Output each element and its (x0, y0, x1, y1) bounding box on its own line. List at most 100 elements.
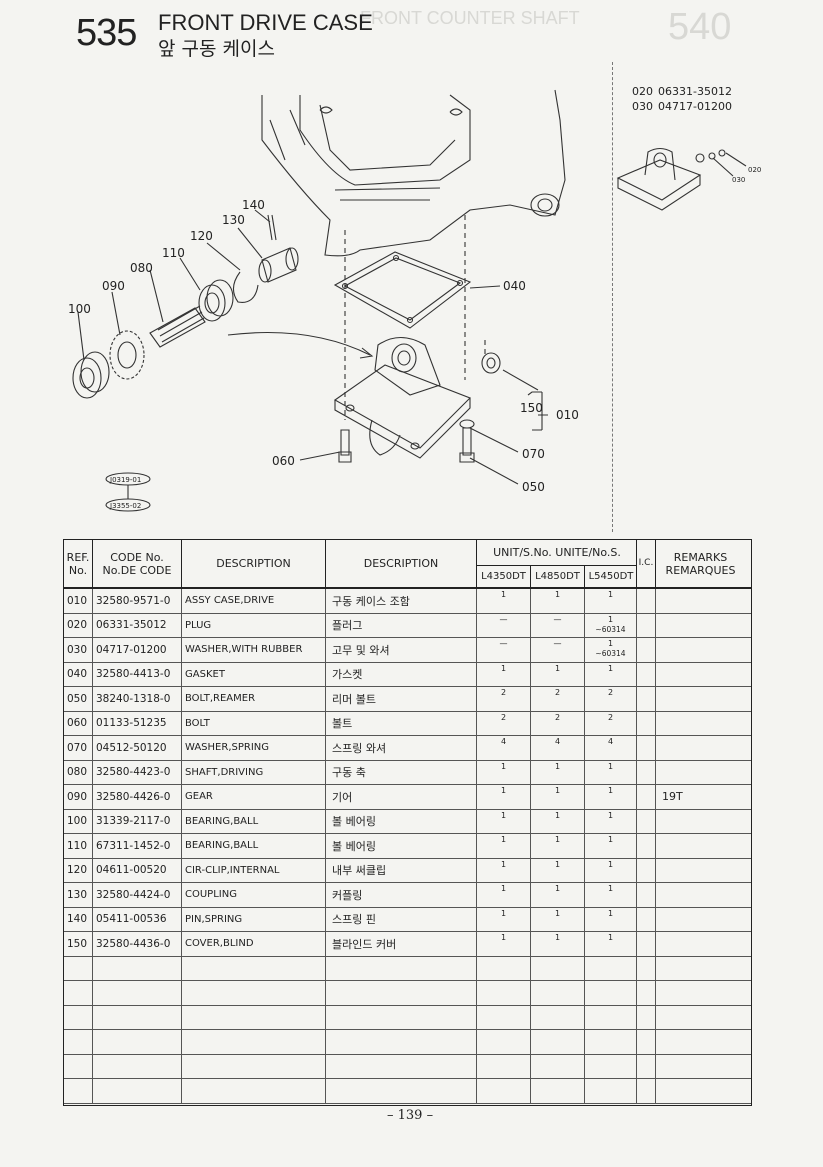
cell-description: WASHER,SPRING (182, 736, 326, 760)
cell-code (93, 1054, 182, 1078)
cell-ref (64, 1005, 93, 1029)
callout-060: 060 (272, 454, 295, 468)
parts-table: REF. No. CODE No. No.DE CODE DESCRIPTION… (63, 539, 752, 1106)
cell-code (93, 981, 182, 1005)
model-l4850dt: L4850DT (531, 566, 585, 587)
cell-qty-l4850dt (531, 1030, 585, 1054)
cell-remarks: 19T (662, 790, 683, 804)
cell-qty-l4350dt: 1 (477, 662, 531, 686)
callout-130: 130 (222, 213, 245, 227)
cell-description (182, 956, 326, 980)
cell-qty-l4850dt: — (531, 613, 585, 637)
cell-code (93, 1005, 182, 1029)
cell-qty-l4350dt: 1 (477, 589, 531, 613)
callout-100: 100 (68, 302, 91, 316)
cell-code: 01133-51235 (93, 711, 182, 735)
cell-qty-l5450dt (585, 1054, 637, 1078)
cell-qty-l4850dt: 1 (531, 760, 585, 784)
cell-description-korean (326, 1030, 477, 1054)
cell-code: 32580-4423-0 (93, 760, 182, 784)
cell-ref (64, 1054, 93, 1078)
drive-case-010 (333, 364, 471, 449)
cell-remarks (656, 1006, 745, 1030)
cell-qty-l4850dt: 1 (531, 907, 585, 931)
driving-shaft-080 (149, 307, 206, 348)
cell-qty-l4350dt: 1 (477, 785, 531, 809)
cell-qty-l4350dt (477, 1054, 531, 1078)
cell-description: BOLT,REAMER (182, 687, 326, 711)
cell-description-korean: 커플링 (326, 883, 477, 907)
callout-040: 040 (503, 279, 526, 293)
coupling-130 (261, 247, 297, 283)
cell-qty-l5450dt: 2 (585, 711, 637, 735)
cell-remarks (656, 736, 745, 760)
cell-qty-l4850dt (531, 981, 585, 1005)
cell-qty-l4850dt: 1 (531, 589, 585, 613)
cell-description-korean (326, 1079, 477, 1103)
cell-ic (637, 1005, 656, 1029)
cell-code: 32580-4424-0 (93, 883, 182, 907)
ball-bearing-100 (72, 357, 102, 399)
cell-remarks (656, 1030, 745, 1054)
ball-bearing-110 (198, 284, 226, 322)
cell-description-korean: 리머 볼트 (326, 687, 477, 711)
cell-qty-l5450dt: 1 (585, 809, 637, 833)
cell-qty-l4350dt: 2 (477, 711, 531, 735)
cell-code: 05411-00536 (93, 907, 182, 931)
cell-description: BOLT (182, 711, 326, 735)
cell-ic (637, 956, 656, 980)
cell-description-korean: 볼 베어링 (326, 834, 477, 858)
cell-description: CIR-CLIP,INTERNAL (182, 858, 326, 882)
table-row (64, 1054, 751, 1079)
cell-ic (637, 809, 656, 833)
cell-description: PIN,SPRING (182, 907, 326, 931)
col-ref-header: REF. No. (64, 540, 93, 587)
cell-qty-l5450dt (585, 1005, 637, 1029)
cell-ref (64, 956, 93, 980)
cell-remarks (656, 1055, 745, 1079)
inset-callout-030: 030 (732, 176, 745, 184)
cell-qty-l5450dt: 1 (585, 589, 637, 613)
cell-qty-l4350dt (477, 1005, 531, 1029)
cell-qty-l5450dt: 1 (585, 760, 637, 784)
section-number: 535 (76, 12, 137, 54)
cell-remarks (656, 834, 745, 858)
cell-ic (637, 687, 656, 711)
cell-description-korean (326, 1054, 477, 1078)
cell-qty-l4350dt (477, 981, 531, 1005)
cell-description-korean (326, 981, 477, 1005)
cell-ic (637, 736, 656, 760)
section-subtitle-korean: 앞 구동 케이스 (158, 38, 275, 60)
cell-qty-l5450dt (585, 981, 637, 1005)
cell-description-korean (326, 956, 477, 980)
cell-qty-l5450dt: 2 (585, 687, 637, 711)
cell-remarks (656, 761, 745, 785)
cell-qty-l4850dt: 2 (531, 687, 585, 711)
cell-qty-l4850dt: 1 (531, 858, 585, 882)
callout-140: 140 (242, 198, 265, 212)
table-row (64, 1005, 751, 1030)
col-unit-header: UNIT/S.No. UNITE/No.S. L4350DT L4850DT L… (477, 540, 637, 587)
cell-ic (637, 932, 656, 956)
cell-qty-l4350dt: — (477, 638, 531, 662)
cell-remarks (656, 932, 745, 956)
cell-qty-l4350dt: 1 (477, 809, 531, 833)
table-row (64, 981, 751, 1006)
cell-qty-l4850dt (531, 1079, 585, 1103)
assembly-arrow (227, 331, 371, 356)
cell-ic (637, 1079, 656, 1103)
callout-090: 090 (102, 279, 125, 293)
cell-description-korean: 구동 케이스 조함 (326, 589, 477, 613)
